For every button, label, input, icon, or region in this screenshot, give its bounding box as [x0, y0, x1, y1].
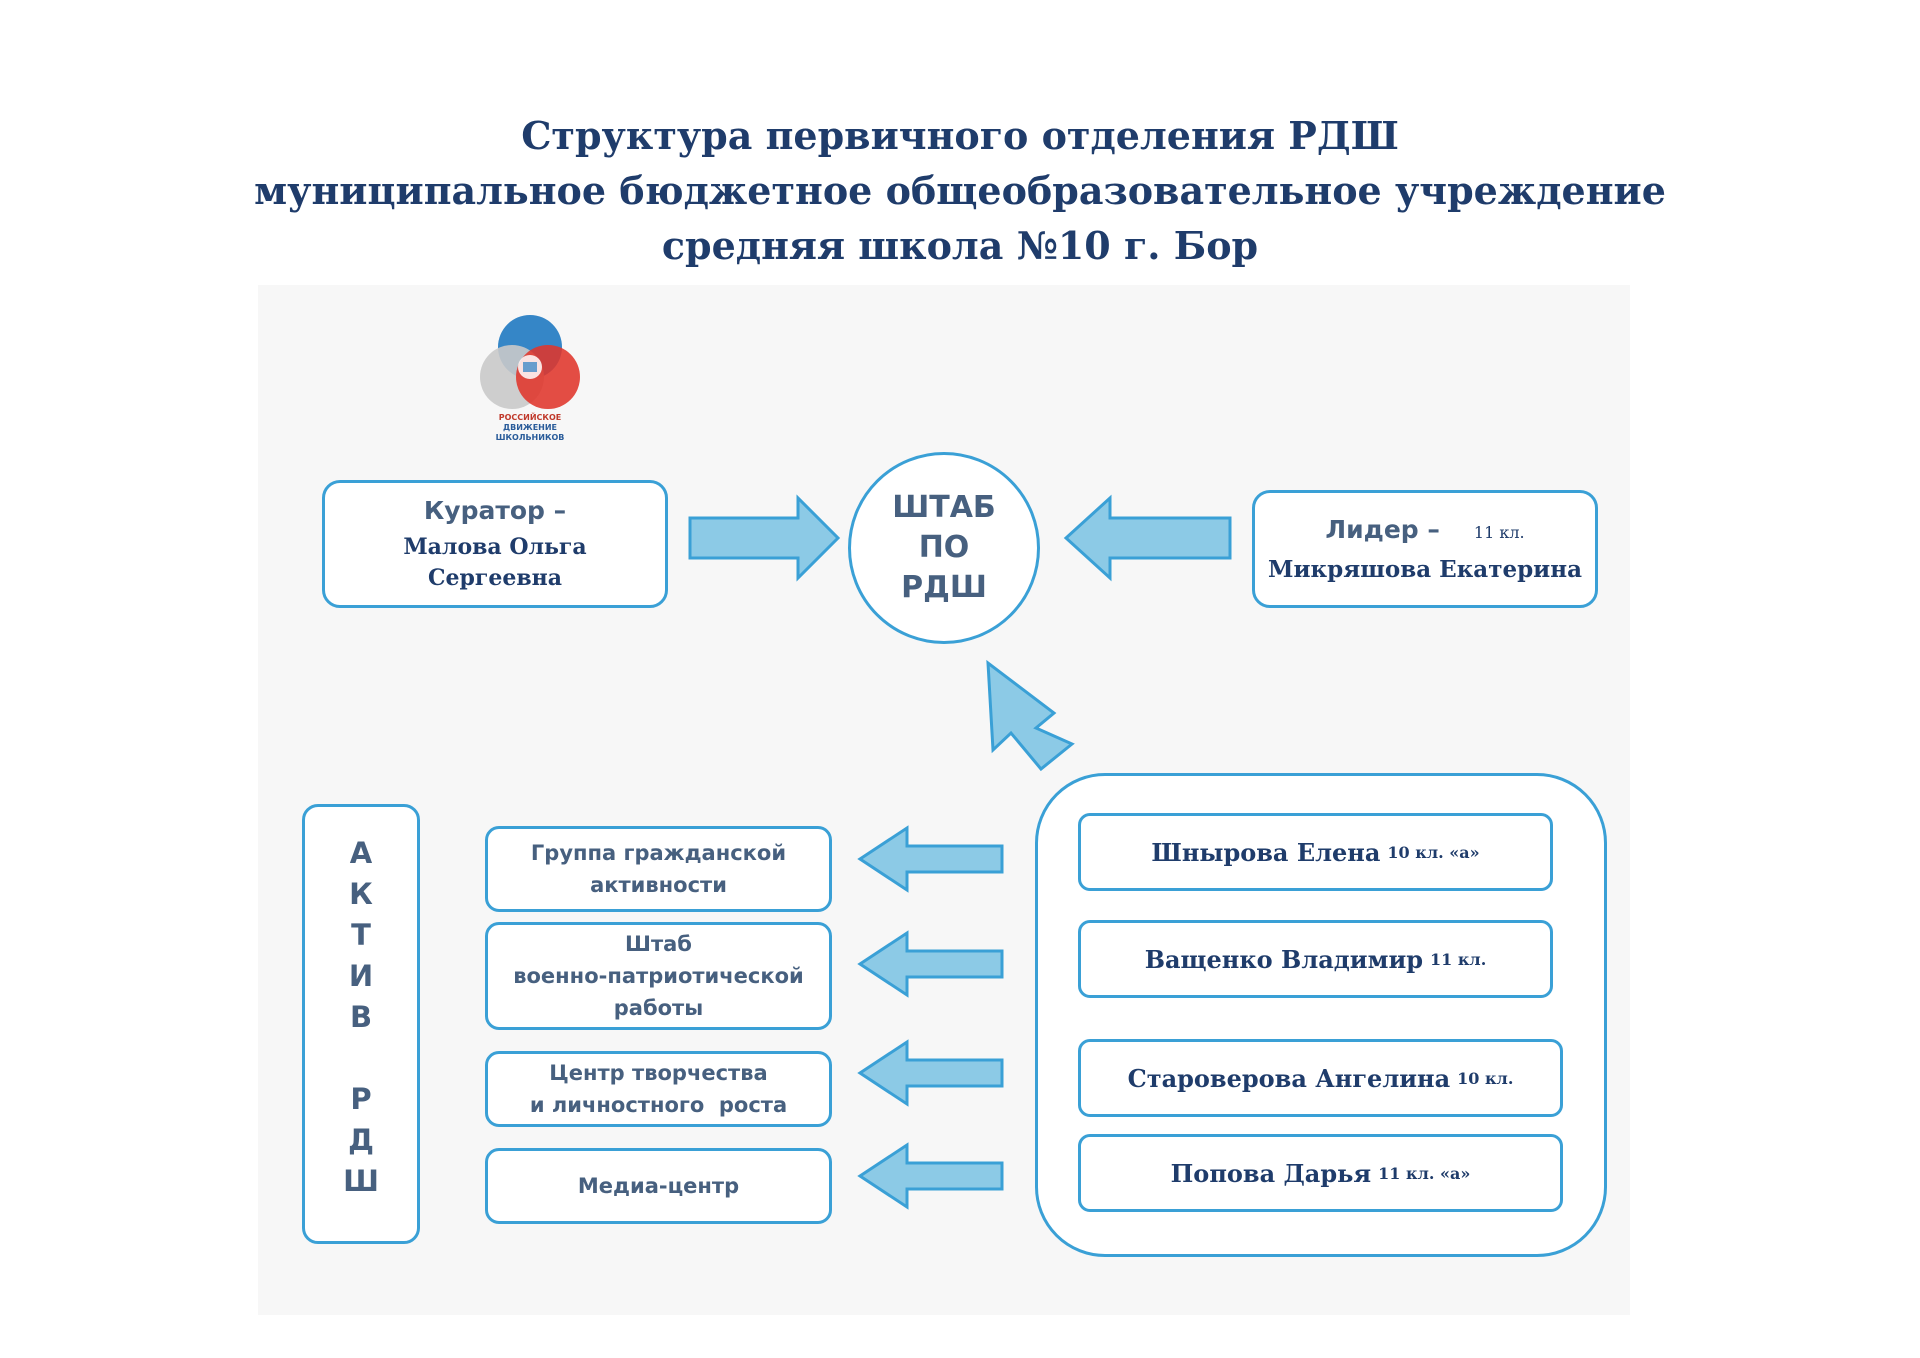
aktiv-letter: А	[349, 836, 373, 870]
leader-name: Микряшова Екатерина	[1268, 556, 1582, 583]
member-grade: 11 кл. «а»	[1378, 1163, 1471, 1183]
group-label: военно-патриотической	[513, 964, 804, 988]
leader-role: Лидер –	[1325, 515, 1440, 544]
curator-box: Куратор – Малова Ольга Сергеевна	[322, 480, 668, 608]
aktiv-letter: К	[349, 877, 373, 911]
group-media-center: Медиа-центр	[485, 1148, 832, 1224]
group-label: активности	[590, 873, 727, 897]
hq-line-3: РДШ	[901, 570, 987, 605]
aktiv-letter: В	[349, 1000, 373, 1034]
logo-caption-2: ДВИЖЕНИЕ ШКОЛЬНИКОВ	[495, 423, 565, 442]
leader-grade: 11 кл.	[1473, 523, 1525, 542]
member-name: Староверова Ангелина	[1127, 1063, 1451, 1093]
member-box: Шнырова Елена 10 кл. «а»	[1078, 813, 1553, 891]
logo-caption-1: РОССИЙСКОЕ	[498, 413, 562, 422]
hq-line-1: ШТАБ	[892, 490, 996, 525]
member-grade: 10 кл.	[1457, 1068, 1514, 1088]
group-label: Центр творчества	[549, 1061, 768, 1085]
member-box: Ващенко Владимир 11 кл.	[1078, 920, 1553, 998]
aktiv-letter: Т	[351, 918, 371, 952]
group-military-patriotic: Штаб военно-патриотической работы	[485, 922, 832, 1030]
hq-line-2: ПО	[918, 530, 970, 565]
curator-name-line-2: Сергеевна	[427, 565, 562, 591]
hq-circle: ШТАБ ПО РДШ	[848, 452, 1040, 644]
group-civic-activity: Группа гражданской активности	[485, 826, 832, 912]
group-label: работы	[613, 996, 704, 1020]
group-label: Медиа-центр	[577, 1174, 740, 1198]
member-grade: 11 кл.	[1430, 949, 1487, 969]
member-name: Шнырова Елена	[1151, 837, 1381, 867]
curator-role: Куратор –	[423, 496, 567, 525]
rdsh-logo-icon: РОССИЙСКОЕ ДВИЖЕНИЕ ШКОЛЬНИКОВ	[470, 305, 590, 445]
page-title: Структура первичного отделения РДШ муниц…	[0, 108, 1920, 273]
member-grade: 10 кл. «а»	[1387, 842, 1480, 862]
curator-name-line-1: Малова Ольга	[403, 534, 587, 560]
member-box: Староверова Ангелина 10 кл.	[1078, 1039, 1563, 1117]
aktiv-letter: И	[348, 959, 374, 993]
member-name: Попова Дарья	[1170, 1158, 1372, 1188]
group-creativity-center: Центр творчества и личностного роста	[485, 1051, 832, 1127]
title-line-1: Структура первичного отделения РДШ	[521, 113, 1399, 158]
aktiv-letter: Д	[348, 1123, 374, 1157]
group-label: Группа гражданской	[530, 841, 787, 865]
leader-box: Лидер – 11 кл. Микряшова Екатерина	[1252, 490, 1598, 608]
title-line-3: средняя школа №10 г. Бор	[661, 223, 1259, 268]
member-name: Ващенко Владимир	[1144, 944, 1424, 974]
aktiv-letter: Р	[350, 1082, 372, 1116]
group-label: Штаб	[625, 932, 692, 956]
aktiv-letter: Ш	[343, 1164, 379, 1198]
group-label: и личностного роста	[529, 1093, 788, 1117]
title-line-2: муниципальное бюджетное общеобразователь…	[254, 168, 1666, 213]
aktiv-rdsh-box: А К Т И В Р Д Ш	[302, 804, 420, 1244]
member-box: Попова Дарья 11 кл. «а»	[1078, 1134, 1563, 1212]
